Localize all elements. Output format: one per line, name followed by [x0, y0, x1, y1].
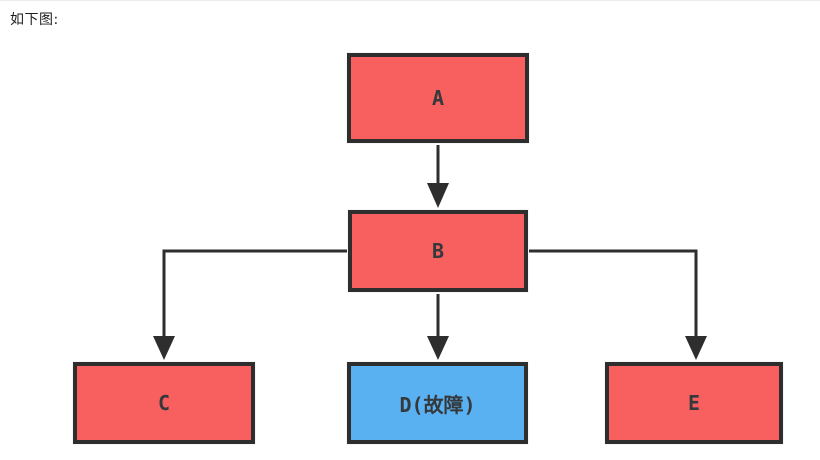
node-a: A: [347, 53, 529, 143]
node-b: B: [348, 210, 528, 292]
edge-b-to-c: [153, 249, 347, 360]
node-c: C: [73, 362, 255, 444]
intro-text: 如下图:: [10, 12, 59, 28]
node-e: E: [605, 362, 783, 444]
edge-a-to-b: [427, 145, 449, 208]
edge-b-to-d: [427, 294, 449, 360]
top-divider: [0, 0, 820, 1]
node-d-fault: D(故障): [347, 362, 528, 444]
edge-b-to-e: [529, 249, 707, 360]
